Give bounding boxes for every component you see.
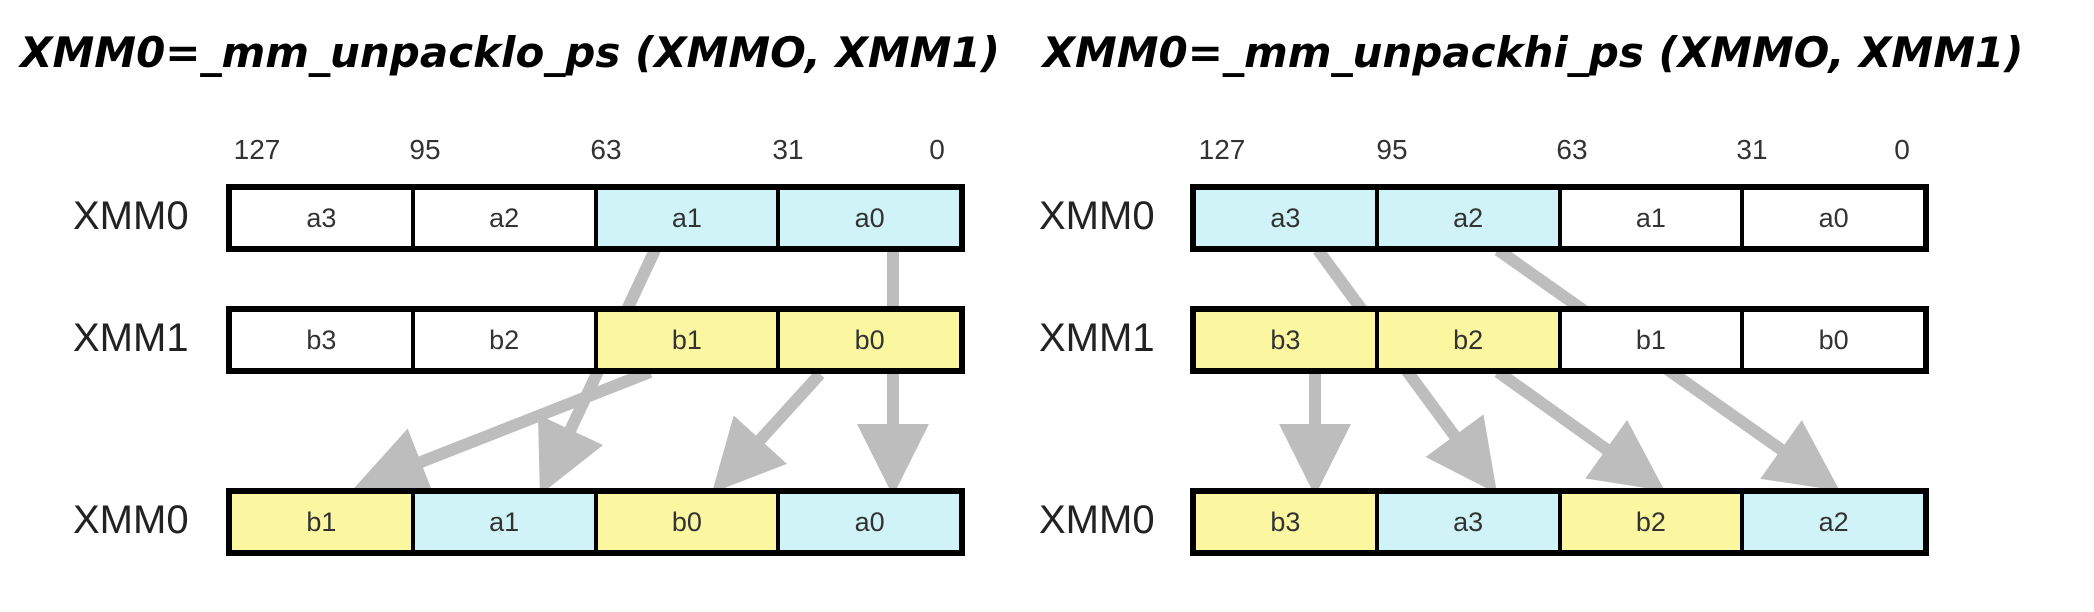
cell-result-b3: b3 [1196, 494, 1375, 550]
unpackhi-panel: XMM0=_mm_unpackhi_ps (XMMO, XMM1) 127 95… [1000, 0, 2023, 612]
cell-b0: b0 [776, 312, 959, 368]
cell-a2: a2 [410, 190, 594, 246]
unpackhi-title: XMM0=_mm_unpackhi_ps (XMMO, XMM1) [1042, 28, 2024, 77]
cell-a3: a3 [232, 190, 411, 246]
cell-a0: a0 [776, 190, 959, 246]
cell-b2: b2 [1374, 312, 1558, 368]
bit-label-95: 95 [409, 134, 441, 165]
cell-a1: a1 [593, 190, 777, 246]
arrow-b0-to-slot1 [711, 369, 825, 493]
bit-label-31: 31 [1736, 134, 1768, 165]
unpacklo-panel: XMM0=_mm_unpacklo_ps (XMMO, XMM1) 127 95… [0, 0, 1000, 612]
bit-label-127: 127 [1198, 134, 1246, 165]
cell-b1: b1 [1557, 312, 1741, 368]
cell-result-b1: b1 [232, 494, 411, 550]
register-label-xmm0-source: XMM0 [73, 194, 189, 238]
cell-result-a0: a0 [776, 494, 959, 550]
cell-b0: b0 [1740, 312, 1923, 368]
register-label-xmm0-source: XMM0 [1039, 194, 1155, 238]
cell-result-b0: b0 [593, 494, 777, 550]
cell-result-b2: b2 [1557, 494, 1741, 550]
cell-a3: a3 [1196, 190, 1375, 246]
register-label-xmm1-source: XMM1 [73, 316, 189, 360]
arrow-b2-to-slot1 [1494, 367, 1665, 491]
cell-result-a1: a1 [410, 494, 594, 550]
register-label-xmm1-source: XMM1 [1039, 316, 1155, 360]
bit-label-63: 63 [1556, 134, 1588, 165]
bit-label-95: 95 [1376, 134, 1408, 165]
bit-label-127: 127 [233, 134, 281, 165]
cell-b3: b3 [232, 312, 411, 368]
cell-a2: a2 [1374, 190, 1558, 246]
cell-b2: b2 [410, 312, 594, 368]
bit-label-0: 0 [929, 134, 945, 165]
register-xmm1-source: b3 b2 b1 b0 [226, 306, 965, 374]
register-label-xmm0-result: XMM0 [73, 498, 189, 542]
register-xmm0-result: b1 a1 b0 a0 [226, 488, 965, 556]
register-xmm1-source: b3 b2 b1 b0 [1190, 306, 1929, 374]
register-xmm0-result: b3 a3 b2 a2 [1190, 488, 1929, 556]
arrow-b1-to-slot3 [353, 366, 653, 496]
bit-label-63: 63 [590, 134, 622, 165]
bit-label-31: 31 [772, 134, 804, 165]
cell-a0: a0 [1740, 190, 1923, 246]
register-xmm0-source: a3 a2 a1 a0 [1190, 184, 1929, 252]
cell-a1: a1 [1557, 190, 1741, 246]
register-xmm0-source: a3 a2 a1 a0 [226, 184, 965, 252]
bit-label-0: 0 [1894, 134, 1910, 165]
cell-result-a3: a3 [1374, 494, 1558, 550]
cell-result-a2: a2 [1740, 494, 1923, 550]
cell-b1: b1 [593, 312, 777, 368]
cell-b3: b3 [1196, 312, 1375, 368]
unpacklo-title: XMM0=_mm_unpacklo_ps (XMMO, XMM1) [20, 28, 1000, 77]
register-label-xmm0-result: XMM0 [1039, 498, 1155, 542]
